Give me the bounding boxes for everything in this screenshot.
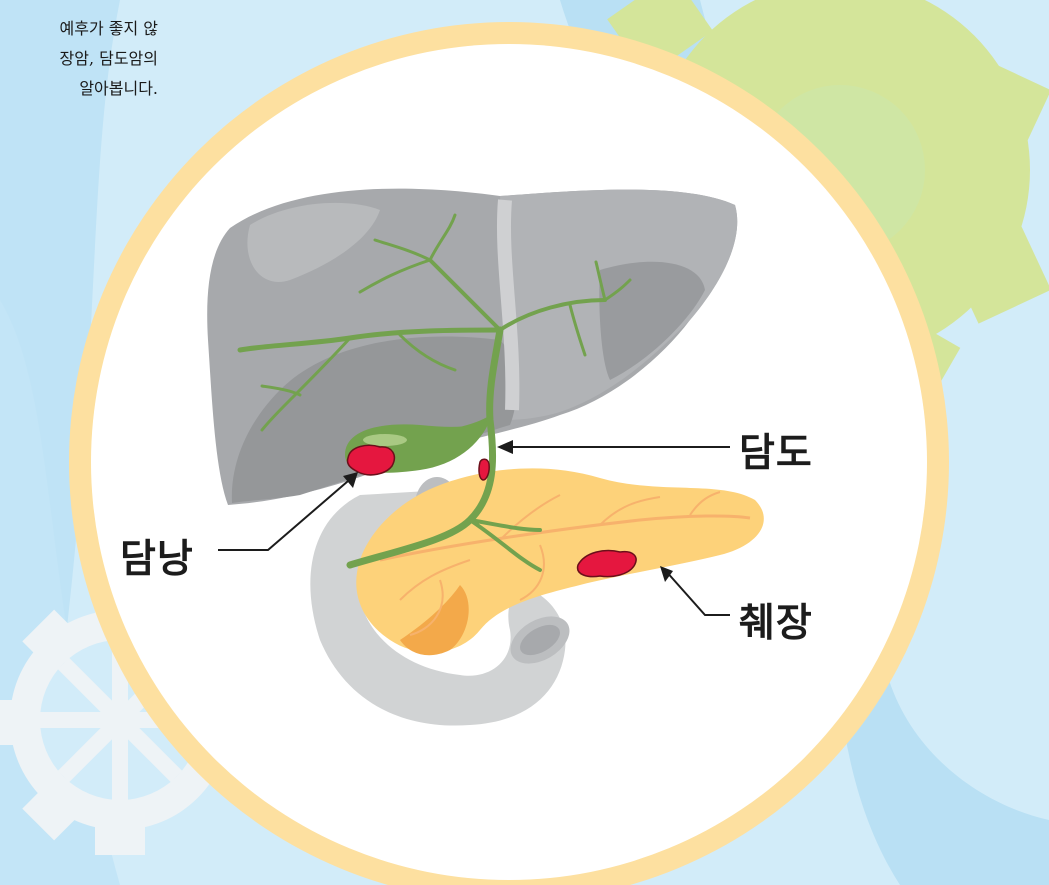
label-gallbladder: 담낭 xyxy=(120,528,194,584)
tumor-gallbladder xyxy=(347,445,394,475)
intro-line-2: 장암, 담도암의 xyxy=(0,44,158,74)
label-pancreas: 췌장 xyxy=(739,592,813,648)
tumor-bile-duct xyxy=(479,459,489,480)
intro-line-1: 예후가 좋지 않 xyxy=(0,14,158,44)
intro-line-3: 알아봅니다. xyxy=(0,74,158,104)
anatomy-circle xyxy=(69,22,949,885)
label-bile-duct: 담도 xyxy=(739,422,813,478)
intro-text: 예후가 좋지 않 장암, 담도암의 알아봅니다. xyxy=(0,14,170,104)
